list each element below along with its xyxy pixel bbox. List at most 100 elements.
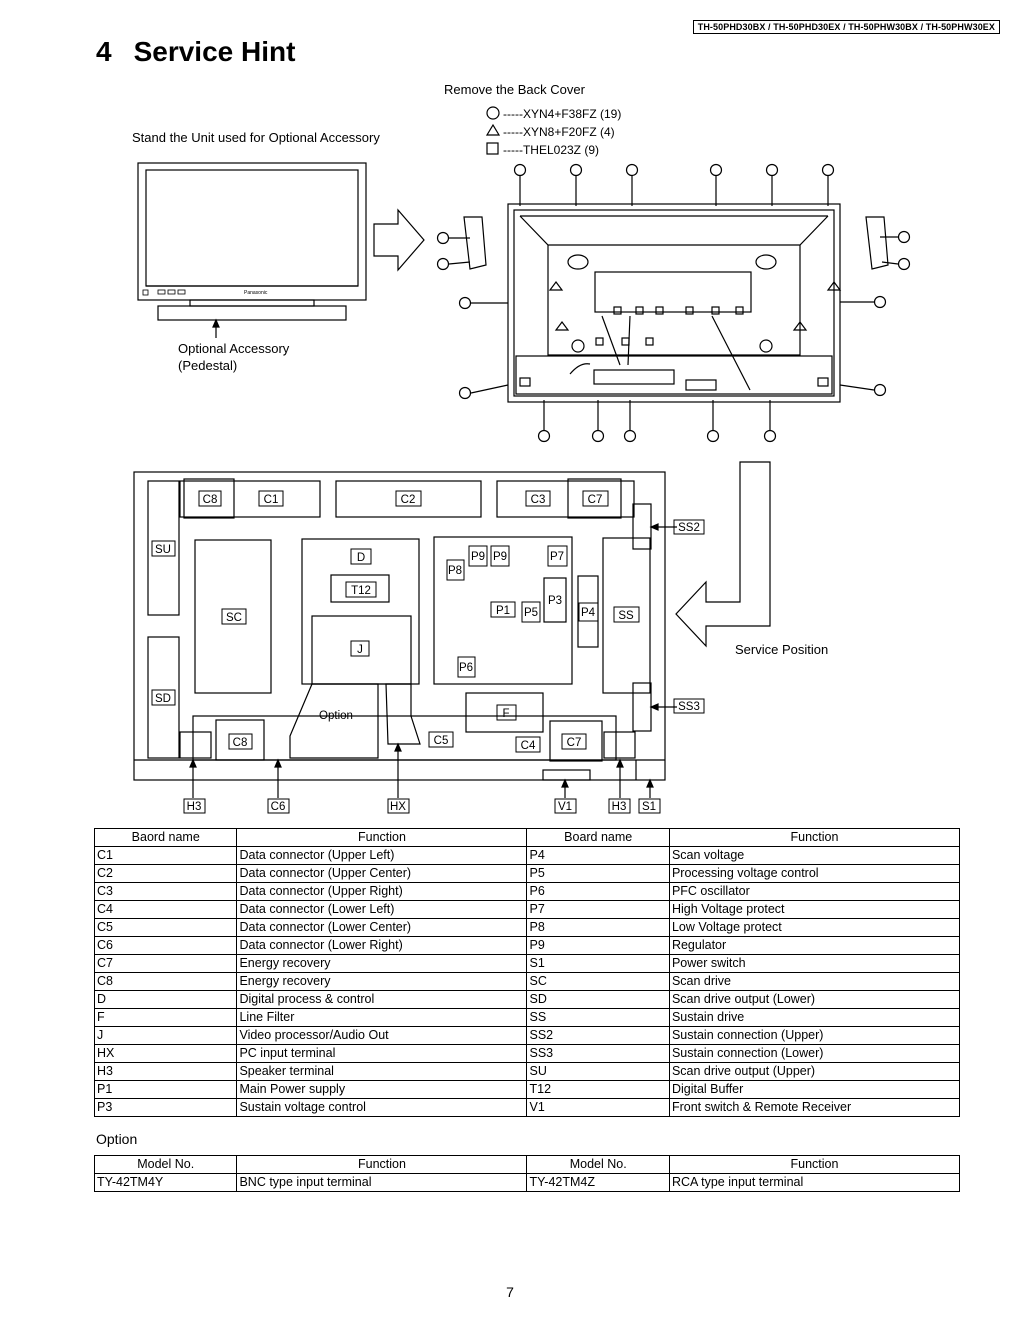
board-label-p8: P8 — [448, 565, 462, 577]
cell: SS2 — [526, 1026, 670, 1045]
cell: HX — [93, 1044, 238, 1063]
board-label-c3: C3 — [531, 494, 546, 506]
header-function-1: Function — [236, 828, 528, 847]
cell: Data connector (Lower Right) — [236, 936, 528, 955]
cell: C6 — [93, 936, 238, 955]
cell: Scan drive — [668, 972, 961, 991]
bottom-label-h3-right: H3 — [612, 801, 627, 813]
cell: Energy recovery — [236, 972, 528, 991]
cell: P4 — [526, 846, 670, 865]
cell: C1 — [93, 846, 238, 865]
cell: Line Filter — [236, 1008, 528, 1027]
cell: Main Power supply — [236, 1080, 528, 1099]
cell: Front switch & Remote Receiver — [668, 1098, 961, 1117]
cell: Energy recovery — [236, 954, 528, 973]
cell: Data connector (Lower Left) — [236, 900, 528, 919]
square-screw-icon — [486, 142, 499, 155]
screw-spec-3: -----THEL023Z (9) — [503, 143, 599, 157]
option-heading: Option — [96, 1131, 138, 1147]
cell: P5 — [526, 864, 670, 883]
header-model-no-2: Model No. — [526, 1155, 670, 1174]
board-label-ss2: SS2 — [678, 522, 700, 534]
board-label-c7-top: C7 — [588, 494, 603, 506]
bottom-label-h3-left: H3 — [187, 801, 202, 813]
section-number: 4 — [96, 36, 112, 67]
stand-label: Stand the Unit used for Optional Accesso… — [132, 130, 380, 145]
circle-screw-icon — [486, 106, 500, 120]
cell: Sustain connection (Upper) — [668, 1026, 961, 1045]
cell: D — [93, 990, 238, 1009]
cell: TY-42TM4Z — [526, 1173, 670, 1192]
cell: SC — [526, 972, 670, 991]
cell: Scan drive output (Upper) — [668, 1062, 961, 1081]
board-label-p6: P6 — [459, 662, 473, 674]
cell: Data connector (Lower Center) — [236, 918, 528, 937]
cell: J — [93, 1026, 238, 1045]
board-function-table: Baord name Function Board name Function … — [93, 828, 961, 1117]
cell: C8 — [93, 972, 238, 991]
cell: C4 — [93, 900, 238, 919]
header-model-no-1: Model No. — [93, 1155, 238, 1174]
service-diagram: Stand the Unit used for Optional Accesso… — [132, 82, 911, 814]
board-label-option: Option — [319, 710, 353, 722]
header-function-2: Function — [668, 1155, 961, 1174]
board-label-p5: P5 — [524, 607, 538, 619]
table-header-row: Model No. Function Model No. Function — [93, 1155, 961, 1174]
board-label-c2: C2 — [401, 494, 416, 506]
cell: P1 — [93, 1080, 238, 1099]
board-label-p4: P4 — [581, 607, 596, 619]
screw-spec-2: -----XYN8+F20FZ (4) — [503, 125, 615, 139]
cell: P3 — [93, 1098, 238, 1117]
board-label-c1: C1 — [264, 494, 279, 506]
cell: Digital Buffer — [668, 1080, 961, 1099]
cell: SS3 — [526, 1044, 670, 1063]
cell: C3 — [93, 882, 238, 901]
bottom-label-v1: V1 — [558, 801, 572, 813]
page-number: 7 — [506, 1284, 514, 1300]
arrow-icon — [373, 208, 425, 272]
board-label-d: D — [357, 552, 365, 564]
triangle-screw-icon — [485, 123, 501, 136]
cell: Data connector (Upper Right) — [236, 882, 528, 901]
cell: Sustain connection (Lower) — [668, 1044, 961, 1063]
cell: BNC type input terminal — [236, 1173, 528, 1192]
board-label-ss3: SS3 — [678, 701, 700, 713]
board-label-t12: T12 — [351, 585, 371, 597]
bottom-label-s1: S1 — [642, 801, 656, 813]
cell: High Voltage protect — [668, 900, 961, 919]
board-label-p1: P1 — [496, 605, 510, 617]
board-label-j: J — [357, 644, 363, 656]
cell: Sustain voltage control — [236, 1098, 528, 1117]
cell: V1 — [526, 1098, 670, 1117]
board-label-ss: SS — [618, 610, 634, 622]
option-table: Model No. Function Model No. Function TY… — [93, 1155, 961, 1192]
cell: Video processor/Audio Out — [236, 1026, 528, 1045]
cell: Digital process & control — [236, 990, 528, 1009]
cell: C2 — [93, 864, 238, 883]
table-header-row: Baord name Function Board name Function — [93, 828, 961, 847]
section-title: Service Hint — [133, 36, 296, 67]
header-board-name-2: Board name — [526, 828, 670, 847]
cell: Scan drive output (Lower) — [668, 990, 961, 1009]
cell: Processing voltage control — [668, 864, 961, 883]
cell: C7 — [93, 954, 238, 973]
cell: SU — [526, 1062, 670, 1081]
service-arrow-icon — [675, 461, 771, 648]
model-numbers: TH-50PHD30BX / TH-50PHD30EX / TH-50PHW30… — [692, 20, 1000, 34]
cell: TY-42TM4Y — [93, 1173, 238, 1192]
back-cover-view — [463, 203, 889, 403]
board-label-sc: SC — [226, 612, 242, 624]
cell: P7 — [526, 900, 670, 919]
cell: P8 — [526, 918, 670, 937]
cell: P6 — [526, 882, 670, 901]
